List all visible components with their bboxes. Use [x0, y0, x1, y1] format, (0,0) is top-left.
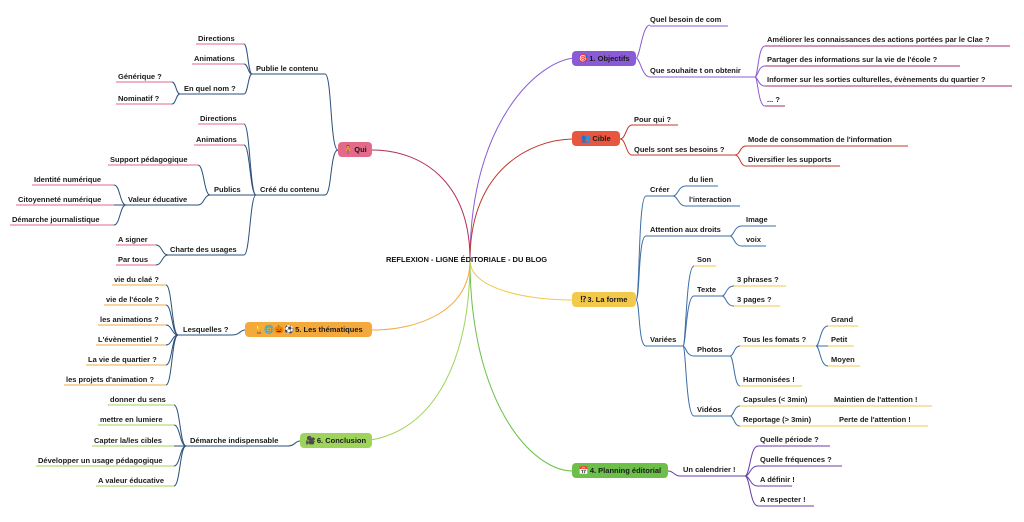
- node-harmonisees[interactable]: Harmonisées !: [743, 375, 795, 384]
- node-videos[interactable]: Vidéos: [697, 405, 722, 414]
- node-cree-directions[interactable]: Directions: [200, 114, 237, 123]
- node-theme-3[interactable]: les animations ?: [100, 315, 159, 324]
- node-theme-2[interactable]: vie de l'école ?: [106, 295, 160, 304]
- node-par-tous[interactable]: Par tous: [118, 255, 149, 264]
- node-a-signer[interactable]: A signer: [118, 235, 148, 244]
- node-capsules[interactable]: Capsules (< 3min): [743, 395, 808, 404]
- node-planning-4[interactable]: A respecter !: [760, 495, 806, 504]
- node-demarche-journalistique[interactable]: Démarche journalistique: [12, 215, 100, 224]
- branch-planning[interactable]: 📅4. Planning éditorial: [572, 463, 668, 478]
- node-objectif-1[interactable]: Améliorer les connaissances des actions …: [767, 35, 990, 44]
- node-format-petit[interactable]: Petit: [831, 335, 848, 344]
- target-icon: 🎯: [578, 54, 589, 63]
- node-droits-2[interactable]: voix: [746, 235, 762, 244]
- node-texte-2[interactable]: 3 pages ?: [737, 295, 772, 304]
- node-theme-4[interactable]: L'évènementiel ?: [98, 335, 159, 344]
- node-conclusion-2[interactable]: mettre en lumiere: [100, 415, 163, 424]
- question-icon: ⁉: [580, 295, 587, 304]
- branch-conclusion[interactable]: 🎥6. Conclusion: [300, 433, 372, 448]
- branch-objectifs-label: 1. Objectifs: [589, 54, 630, 63]
- node-conclusion-5[interactable]: A valeur éducative: [98, 476, 165, 485]
- branch-thematiques-label: 5. Les thématiques: [295, 325, 363, 334]
- node-calendrier[interactable]: Un calendrier !: [683, 465, 736, 474]
- branch-forme-label: 3. La forme: [587, 295, 628, 304]
- node-que-souhaite[interactable]: Que souhaite t on obtenir: [650, 66, 741, 75]
- node-publie[interactable]: Publie le contenu: [256, 64, 319, 73]
- node-demarche[interactable]: Démarche indispensable: [190, 436, 279, 445]
- node-format-moyen[interactable]: Moyen: [831, 355, 855, 364]
- node-generique[interactable]: Générique ?: [118, 72, 162, 81]
- branch-planning-label: 4. Planning éditorial: [589, 466, 662, 475]
- branch-cible[interactable]: 👥Cible: [572, 131, 620, 146]
- node-conclusion-1[interactable]: donner du sens: [110, 395, 166, 404]
- node-publie-animations[interactable]: Animations: [194, 54, 235, 63]
- node-photos[interactable]: Photos: [697, 345, 723, 354]
- calendar-icon: 📅: [578, 466, 589, 475]
- node-nominatif[interactable]: Nominatif ?: [118, 94, 160, 103]
- node-lesquelles[interactable]: Lesquelles ?: [183, 325, 229, 334]
- node-creer-2[interactable]: l'interaction: [689, 195, 732, 204]
- camera-icon: 🎥: [305, 436, 316, 445]
- node-support[interactable]: Support pédagogique: [110, 155, 188, 164]
- node-planning-2[interactable]: Quelle fréquences ?: [760, 455, 832, 464]
- node-droits-1[interactable]: Image: [746, 215, 768, 224]
- node-cible-2[interactable]: Diversifier les supports: [748, 155, 832, 164]
- node-theme-6[interactable]: les projets d'animation ?: [66, 375, 155, 384]
- node-citoyennete[interactable]: Citoyenneté numérique: [18, 195, 102, 204]
- node-reportage-note[interactable]: Perte de l'attention !: [839, 415, 911, 424]
- node-cree-animations[interactable]: Animations: [196, 135, 237, 144]
- node-reportage[interactable]: Reportage (> 3min): [743, 415, 812, 424]
- node-valeur[interactable]: Valeur éducative: [128, 195, 188, 204]
- branch-cible-label: Cible: [592, 134, 611, 143]
- branch-thematiques[interactable]: 🏆🌐🎃⚽5. Les thématiques: [245, 322, 372, 337]
- node-identite[interactable]: Identité numérique: [34, 175, 102, 184]
- node-quel-besoin[interactable]: Quel besoin de com: [650, 15, 722, 24]
- node-charte[interactable]: Charte des usages: [170, 245, 237, 254]
- node-quel-nom[interactable]: En quel nom ?: [184, 84, 236, 93]
- people-icon: 👥: [581, 134, 592, 143]
- node-cree[interactable]: Créé du contenu: [260, 185, 320, 194]
- node-son[interactable]: Son: [697, 255, 712, 264]
- branch-conclusion-label: 6. Conclusion: [316, 436, 367, 445]
- node-conclusion-3[interactable]: Capter la/les cibles: [94, 436, 162, 445]
- node-capsules-note[interactable]: Maintien de l'attention !: [834, 395, 918, 404]
- node-besoins[interactable]: Quels sont ses besoins ?: [634, 145, 725, 154]
- node-planning-3[interactable]: A définir !: [760, 475, 795, 484]
- node-cible-1[interactable]: Mode de consommation de l'information: [748, 135, 892, 144]
- node-formats[interactable]: Tous les fomats ?: [743, 335, 807, 344]
- branch-qui-label: Qui: [354, 145, 367, 154]
- node-conclusion-4[interactable]: Développer un usage pédagogique: [38, 456, 163, 465]
- node-theme-5[interactable]: La vie de quartier ?: [88, 355, 157, 364]
- branch-objectifs[interactable]: 🎯1. Objectifs: [572, 51, 636, 66]
- node-droits[interactable]: Attention aux droits: [650, 225, 721, 234]
- person-icon: 🧍: [343, 145, 354, 154]
- node-texte[interactable]: Texte: [697, 285, 717, 294]
- node-variees[interactable]: Variées: [650, 335, 677, 344]
- branch-qui[interactable]: 🧍Qui: [338, 142, 372, 157]
- node-publics[interactable]: Publics: [214, 185, 241, 194]
- node-planning-1[interactable]: Quelle période ?: [760, 435, 819, 444]
- node-theme-1[interactable]: vie du claé ?: [114, 275, 160, 284]
- node-publie-directions[interactable]: Directions: [198, 34, 235, 43]
- node-creer[interactable]: Créer: [650, 185, 670, 194]
- node-texte-1[interactable]: 3 phrases ?: [737, 275, 779, 284]
- node-objectif-2[interactable]: Partager des informations sur la vie de …: [767, 55, 938, 64]
- node-pour-qui[interactable]: Pour qui ?: [634, 115, 672, 124]
- theme-icons: 🏆🌐🎃⚽: [254, 325, 295, 334]
- central-topic[interactable]: REFLEXION - LIGNE ÉDITORIALE - DU BLOG: [386, 255, 548, 264]
- branch-forme[interactable]: ⁉3. La forme: [572, 292, 636, 307]
- node-objectif-3[interactable]: Informer sur les sorties culturelles, év…: [767, 75, 986, 84]
- node-creer-1[interactable]: du lien: [689, 175, 714, 184]
- node-objectif-4[interactable]: ... ?: [767, 95, 780, 104]
- node-format-grand[interactable]: Grand: [831, 315, 854, 324]
